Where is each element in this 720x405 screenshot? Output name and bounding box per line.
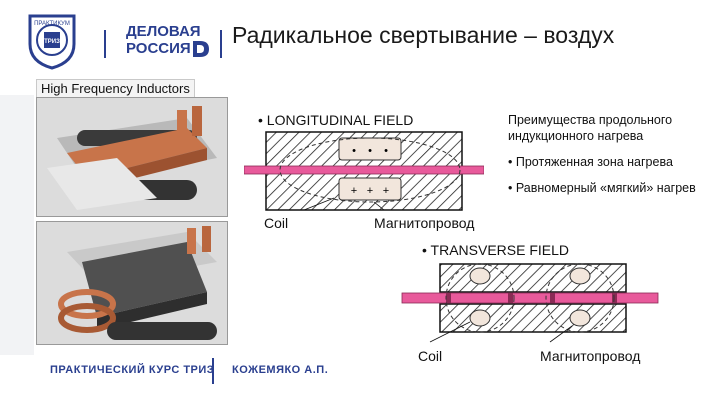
current-plus-3: + — [383, 185, 389, 197]
section-label: High Frequency Inductors — [36, 79, 195, 98]
footer-author: КОЖЕМЯКО А.П. — [232, 364, 329, 376]
logo-ring-text: ПРАКТИКУМ — [34, 21, 70, 27]
delovaya-rossiya-logo: ДЕЛОВАЯ РОССИЯ — [126, 24, 211, 58]
advantages-heading: Преимущества продольного индукционного н… — [508, 113, 673, 143]
transverse-coil-top-left — [469, 267, 491, 285]
current-dot-2: • — [368, 145, 372, 157]
brand-line-2: РОССИЯ — [126, 40, 191, 57]
brand-line-1: ДЕЛОВАЯ — [126, 23, 201, 40]
header-divider-1 — [104, 30, 106, 58]
header-divider-2 — [220, 30, 222, 58]
longitudinal-field-diagram: • • • + + + — [244, 131, 484, 211]
transverse-coil-pointer — [429, 321, 471, 343]
transverse-coil-bottom-right — [569, 309, 591, 327]
coil-section-bottom — [338, 177, 402, 201]
core-pointer — [373, 201, 385, 211]
coil-pointer — [303, 197, 335, 211]
longitudinal-coil-label: Coil — [264, 215, 289, 231]
triz-logo: ПРАКТИКУМ ТРИЗ — [28, 14, 76, 70]
transverse-core-pointer — [549, 325, 573, 343]
transverse-core-label: Магнитопровод — [540, 348, 641, 364]
transverse-inductor-photo — [36, 221, 228, 345]
current-plus-2: + — [367, 185, 373, 197]
logo-inner-text: ТРИЗ — [44, 39, 60, 45]
transverse-heading: • TRANSVERSE FIELD — [422, 242, 570, 258]
longitudinal-core-label: Магнитопровод — [374, 215, 475, 231]
page-title: Радикальное свертывание – воздух — [232, 22, 615, 48]
advantage-item-1: • Протяженная зона нагрева — [508, 155, 673, 169]
footer-divider — [212, 358, 214, 384]
transverse-coil-label: Coil — [418, 348, 443, 364]
transverse-coil-top-right — [569, 267, 591, 285]
brand-d-icon — [192, 41, 209, 57]
background-watermark — [0, 95, 34, 355]
current-plus-1: + — [351, 185, 357, 197]
transverse-field-diagram — [401, 263, 659, 343]
current-dot-1: • — [352, 145, 356, 157]
transverse-coil-bottom-left — [469, 309, 491, 327]
current-dot-3: • — [384, 145, 388, 157]
advantage-item-2: • Равномерный «мягкий» нагрев — [508, 181, 696, 195]
footer-course: ПРАКТИЧЕСКИЙ КУРС ТРИЗ — [50, 364, 215, 376]
longitudinal-heading: • LONGITUDINAL FIELD — [258, 112, 414, 128]
longitudinal-inductor-photo — [36, 97, 228, 217]
